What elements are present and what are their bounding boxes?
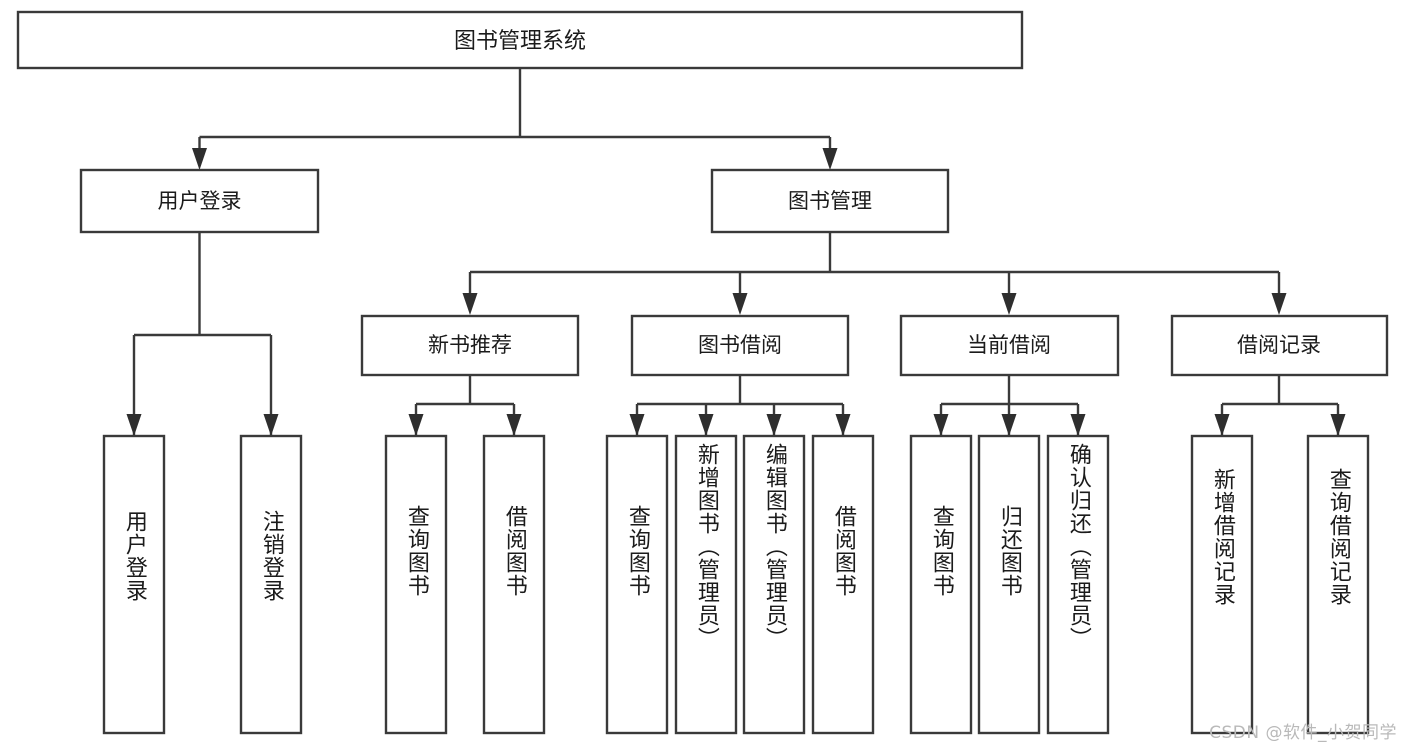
node-user-login-label: 用户登录 — [158, 189, 242, 213]
arrow-icon-leaf-user-logout — [263, 414, 279, 436]
connector-group-user-login — [126, 232, 279, 436]
leaf-user-logout-box[interactable] — [239, 434, 303, 735]
connector-group-current-borrow — [933, 375, 1086, 436]
node-book-management[interactable]: 图书管理 — [710, 168, 950, 234]
leaf-borrow-book-1-box[interactable] — [482, 434, 546, 735]
leaf-user-login-box[interactable] — [102, 434, 166, 735]
node-current-borrow[interactable]: 当前借阅 — [899, 314, 1120, 377]
arrow-icon-leaf-query-book-1 — [408, 414, 424, 436]
node-user-login[interactable]: 用户登录 — [79, 168, 320, 234]
node-current-borrow-label: 当前借阅 — [967, 333, 1051, 357]
connector-group-new-book-recommend — [408, 375, 522, 436]
connector-group-borrow-record — [1214, 375, 1346, 436]
arrow-icon-leaf-edit-book — [766, 414, 782, 436]
arrow-icon-borrow-record — [1271, 293, 1287, 315]
node-root-box[interactable] — [16, 10, 1024, 70]
connector-group-book-borrow — [629, 375, 851, 436]
leaf-add-book-box[interactable] — [674, 434, 738, 735]
node-book-borrow[interactable]: 图书借阅 — [630, 314, 850, 377]
leaf-query-book-1-box[interactable] — [384, 434, 448, 735]
node-user-login-box[interactable] — [79, 168, 320, 234]
node-book-management-label: 图书管理 — [788, 189, 872, 213]
leaf-add-record-box[interactable] — [1190, 434, 1254, 735]
node-borrow-record[interactable]: 借阅记录 — [1170, 314, 1389, 377]
arrow-icon-leaf-add-book — [698, 414, 714, 436]
leaf-boxes — [102, 434, 1370, 735]
node-book-borrow-box[interactable] — [630, 314, 850, 377]
leaf-query-book-2-box[interactable] — [605, 434, 669, 735]
node-root[interactable]: 图书管理系统 — [16, 10, 1024, 70]
csdn-watermark: CSDN @软件_小贺同学 — [1209, 723, 1397, 743]
arrow-icon-book-borrow — [732, 293, 748, 315]
arrow-icon-leaf-user-login — [126, 414, 142, 436]
arrow-icon-current-borrow — [1001, 293, 1017, 315]
leaf-confirm-return-box[interactable] — [1046, 434, 1110, 735]
arrow-icon-leaf-return-book — [1001, 414, 1017, 436]
arrow-icon-user-login — [192, 148, 207, 170]
arrow-icon-leaf-query-book-2 — [629, 414, 645, 436]
leaf-borrow-book-2-box[interactable] — [811, 434, 875, 735]
leaf-return-book-box[interactable] — [977, 434, 1041, 735]
node-new-book-recommend-box[interactable] — [360, 314, 580, 377]
node-new-book-recommend[interactable]: 新书推荐 — [360, 314, 580, 377]
arrow-icon-leaf-query-book-3 — [933, 414, 949, 436]
node-book-borrow-label: 图书借阅 — [698, 333, 782, 357]
arrow-icon-leaf-borrow-book-1 — [506, 414, 522, 436]
node-borrow-record-box[interactable] — [1170, 314, 1389, 377]
node-root-label: 图书管理系统 — [454, 29, 586, 54]
connector-group-book-management — [462, 232, 1287, 315]
arrow-icon-leaf-query-record — [1330, 414, 1346, 436]
node-new-book-recommend-label: 新书推荐 — [428, 333, 512, 357]
arrow-icon-leaf-add-record — [1214, 414, 1230, 436]
arrow-icon-book-management — [822, 148, 838, 170]
leaf-query-record-box[interactable] — [1306, 434, 1370, 735]
connector-group-root — [192, 68, 838, 170]
leaf-query-book-3-box[interactable] — [909, 434, 973, 735]
arrow-icon-new-book-recommend — [462, 293, 478, 315]
arrow-icon-leaf-borrow-book-2 — [835, 414, 851, 436]
node-borrow-record-label: 借阅记录 — [1237, 333, 1321, 357]
leaf-edit-book-box[interactable] — [742, 434, 806, 735]
node-current-borrow-box[interactable] — [899, 314, 1120, 377]
arrow-icon-leaf-confirm-return — [1070, 414, 1086, 436]
